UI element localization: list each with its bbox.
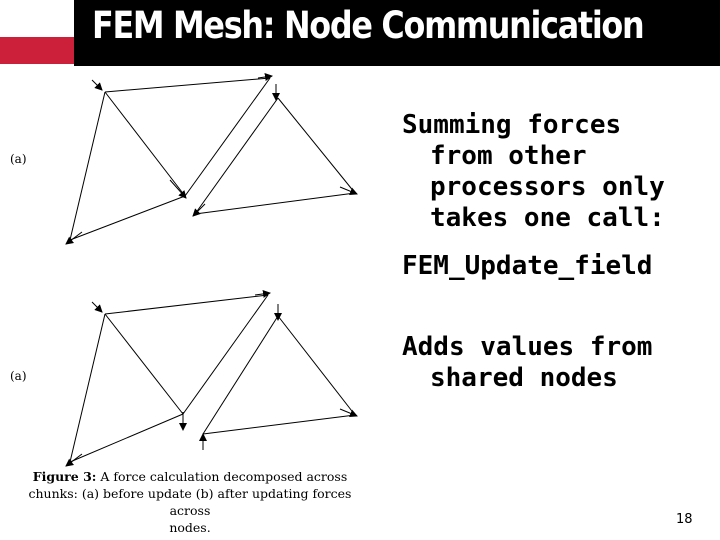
panel-label-top: (a): [10, 152, 27, 166]
mesh-top: [65, 73, 358, 245]
caption-line-1: A force calculation decomposed across: [96, 469, 348, 484]
title-bar: [74, 0, 720, 66]
caption-label: Figure 3:: [32, 469, 97, 484]
mesh-edge: [104, 294, 269, 315]
code-fem-update-field: FEM_Update_field: [402, 251, 653, 281]
force-arrow: [192, 203, 206, 217]
force-arrow: [65, 231, 83, 245]
bullet-line: from other: [430, 141, 587, 171]
mesh-edge: [184, 77, 271, 197]
bullet-line: takes one call:: [430, 203, 665, 233]
mesh-edge: [69, 195, 186, 241]
fem-mesh-diagram: [65, 73, 358, 467]
force-arrow: [65, 453, 83, 467]
mesh-edge: [182, 294, 269, 415]
mesh-edge: [194, 97, 279, 215]
caption-line-2: chunks: (a) before update (b) after upda…: [28, 486, 352, 518]
force-arrow: [254, 289, 271, 298]
mesh-edge: [194, 192, 356, 215]
page-number: 18: [676, 512, 693, 527]
mesh-edge: [202, 315, 279, 435]
mesh-bottom: [65, 289, 358, 467]
force-arrow: [91, 79, 103, 91]
mesh-edge: [277, 315, 356, 416]
bullet-line: Summing forces: [402, 110, 622, 140]
caption-line-3: nodes.: [169, 520, 211, 535]
figure-caption: Figure 3: A force calculation decomposed…: [8, 468, 372, 536]
mesh-edge: [277, 97, 356, 194]
force-arrow: [169, 179, 187, 199]
mesh-edge: [104, 313, 184, 415]
mesh-edge: [69, 313, 106, 463]
mesh-edge: [69, 91, 106, 241]
mesh-edge: [202, 414, 356, 435]
mesh-edge: [104, 91, 186, 197]
title-accent-bar: [0, 37, 74, 64]
bullet-line: shared nodes: [430, 363, 618, 393]
force-arrow: [257, 73, 273, 81]
mesh-edge: [104, 77, 271, 93]
force-arrow: [339, 186, 358, 196]
panel-label-bottom: (a): [10, 369, 27, 383]
bullet-adds-values: Adds values from shared nodes: [402, 332, 652, 394]
bullet-line: Adds values from: [402, 332, 653, 362]
force-arrow: [339, 408, 358, 418]
bullet-line: processors only: [430, 172, 665, 202]
mesh-edge: [69, 413, 184, 463]
slide-title: FEM Mesh: Node Communication: [92, 4, 645, 47]
bullet-summing-forces: Summing forces from other processors onl…: [402, 110, 665, 234]
force-arrow: [91, 301, 103, 313]
